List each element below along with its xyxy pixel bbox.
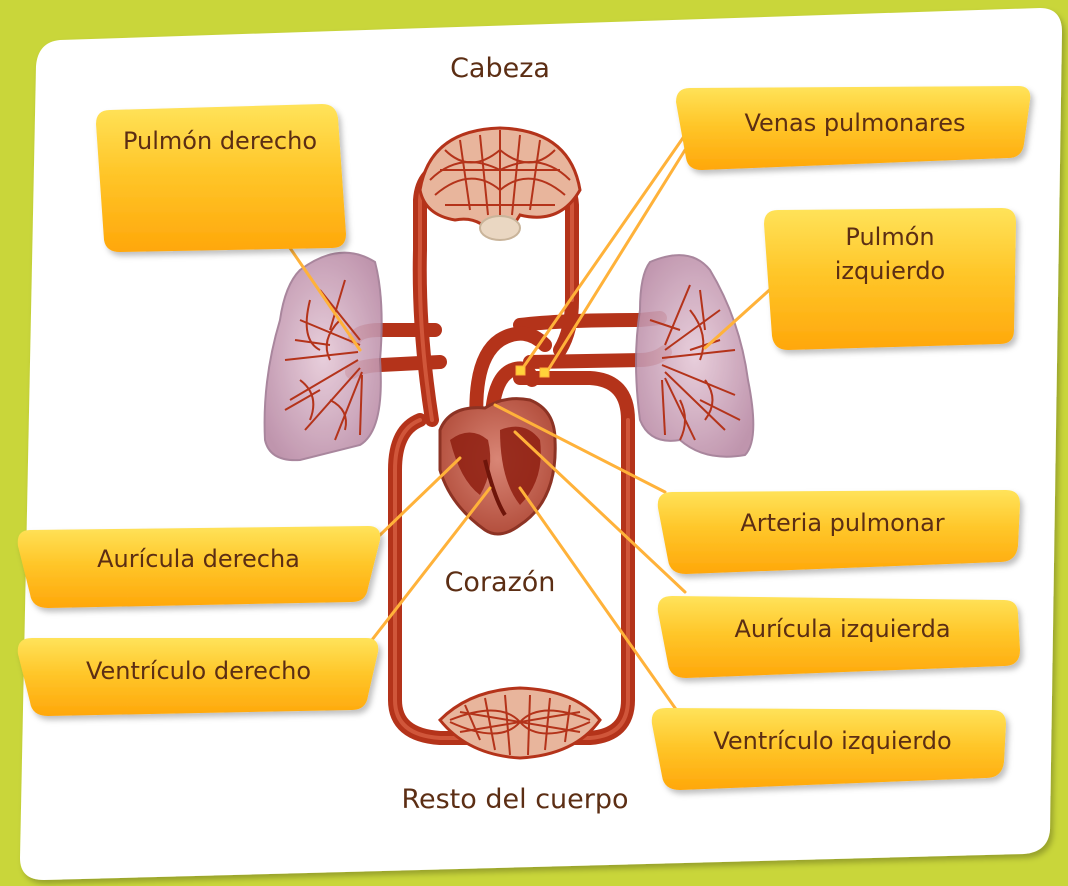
body-organ xyxy=(437,686,602,760)
head-label: Cabeza xyxy=(450,53,550,84)
label-left-ventricle: Ventrículo izquierdo xyxy=(713,727,952,755)
body-label: Resto del cuerpo xyxy=(401,784,629,815)
label-left-atrium: Aurícula izquierda xyxy=(734,615,951,643)
box-pulmonary-artery xyxy=(657,490,1020,574)
label-right-ventricle: Ventrículo derecho xyxy=(85,657,312,685)
box-right-ventricle xyxy=(17,638,379,716)
label-left-lung-line1: Pulmón xyxy=(845,223,935,251)
label-pulmonary-artery: Arteria pulmonar xyxy=(740,509,945,537)
label-right-atrium: Aurícula derecha xyxy=(97,545,300,573)
label-right-lung: Pulmón derecho xyxy=(122,127,318,155)
leader-dots xyxy=(515,365,550,378)
box-right-lung xyxy=(96,104,346,252)
box-pulmonary-veins xyxy=(676,86,1031,170)
box-left-ventricle xyxy=(651,708,1006,790)
leader-lines xyxy=(288,133,777,717)
box-left-lung xyxy=(764,208,1016,350)
box-right-atrium xyxy=(17,526,381,608)
right-lung xyxy=(263,251,383,462)
head-organ xyxy=(418,126,582,241)
label-left-lung-line2: izquierdo xyxy=(834,257,946,285)
box-left-atrium xyxy=(657,596,1020,678)
label-boxes xyxy=(17,86,1031,790)
label-pulmonary-veins: Venas pulmonares xyxy=(744,109,966,137)
left-lung xyxy=(635,254,755,458)
heart-label: Corazón xyxy=(444,567,556,598)
